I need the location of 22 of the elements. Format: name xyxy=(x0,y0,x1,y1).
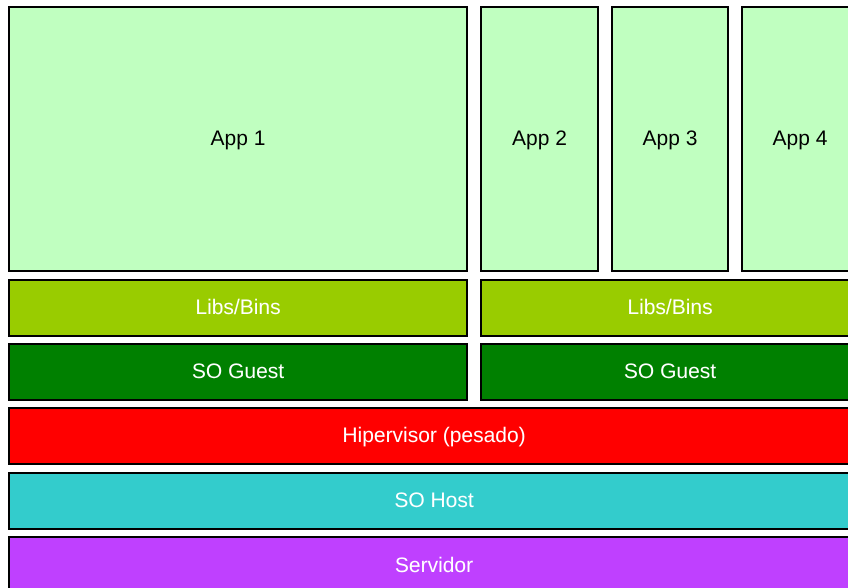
layer-label: Libs/Bins xyxy=(195,295,281,322)
libs-layer xyxy=(480,279,848,337)
layer-label: App 1 xyxy=(210,126,266,152)
hypervisor-layer xyxy=(8,407,848,465)
host-os-layer xyxy=(8,472,848,530)
layer-label: Libs/Bins xyxy=(627,295,713,322)
layer-label: SO Guest xyxy=(192,359,284,386)
app-box xyxy=(741,6,848,272)
guest-os-layer xyxy=(8,343,468,401)
layer-label: SO Host xyxy=(394,488,474,514)
layer-label: Hipervisor (pesado) xyxy=(342,423,526,450)
app-box xyxy=(480,6,599,272)
layer-label: SO Guest xyxy=(624,359,716,386)
libs-layer xyxy=(8,279,468,337)
server-layer xyxy=(8,536,848,588)
guest-os-layer xyxy=(480,343,848,401)
layer-label: Servidor xyxy=(394,553,474,580)
layer-label: App 4 xyxy=(772,126,828,152)
app-box xyxy=(8,6,468,272)
layer-label: App 2 xyxy=(512,126,567,152)
layer-label: App 3 xyxy=(642,126,698,152)
app-box xyxy=(611,6,729,272)
